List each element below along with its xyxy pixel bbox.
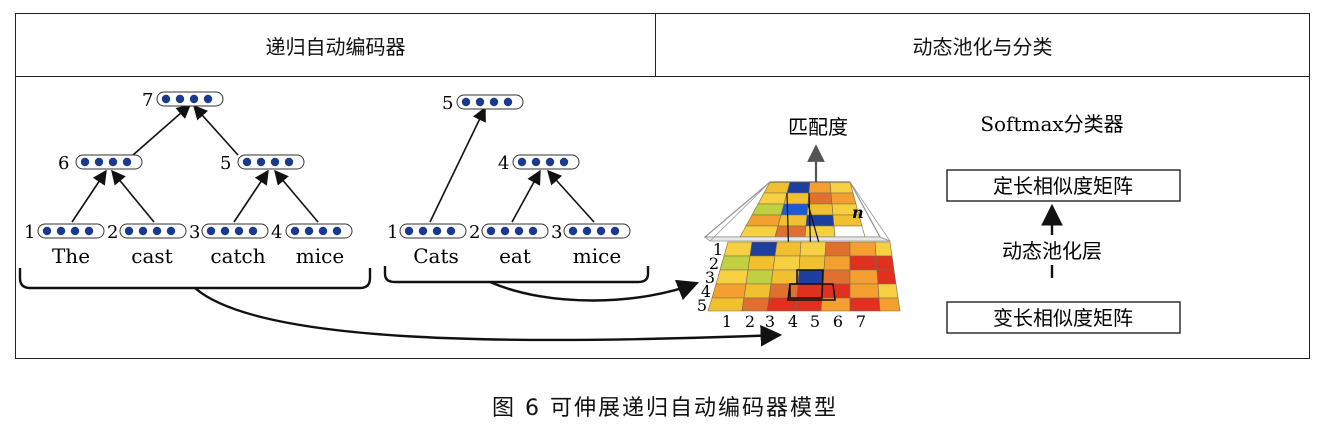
word-eat: eat: [499, 244, 531, 268]
header-recursive-autoencoder: 递归自动编码器: [16, 14, 656, 77]
fixed-matrix-label: 定长相似度矩阵: [993, 174, 1133, 198]
node-label-3: 3: [189, 222, 200, 243]
node-label-1: 1: [24, 222, 35, 243]
tree-1-nodes: 7 6 5 1: [24, 90, 353, 243]
node-label-4: 4: [271, 222, 282, 243]
matrix-col-labels: 1 2 3 4 5 6 7: [722, 312, 866, 331]
col-label-5: 5: [810, 312, 820, 331]
tree-2-bracket: [383, 266, 650, 284]
row-label-1: 1: [713, 240, 723, 259]
row-label-3: 3: [705, 268, 715, 287]
node-label-7: 7: [142, 90, 153, 111]
col-label-4: 4: [788, 312, 798, 331]
pooled-matrix: [703, 181, 881, 238]
variable-matrix-box: [946, 301, 1181, 334]
word-cast: cast: [131, 244, 172, 268]
pooling-window-highlight: [787, 269, 836, 301]
word-the: The: [52, 244, 90, 268]
node-label-2: 2: [469, 222, 480, 243]
tree-2-node-5: 5: [442, 93, 524, 114]
col-label-7: 7: [856, 312, 866, 331]
softmax-classifier: Softmax分类器 定长相似度矩阵 动态池化层 变长相似度矩阵: [946, 112, 1181, 334]
node-label-5: 5: [442, 93, 453, 114]
tree-1-node-6: 6: [58, 153, 143, 174]
figure-frame: 递归自动编码器 动态池化与分类: [15, 13, 1310, 359]
tree-1-node-1: 1: [24, 222, 105, 243]
tree-2-node-1: 1: [387, 222, 467, 243]
node-label-5: 5: [220, 153, 231, 174]
row-label-4: 4: [701, 282, 711, 301]
fixed-matrix-box: [946, 169, 1181, 202]
figure-caption: 图 6 可伸展递归自动编码器模型: [492, 396, 838, 421]
col-label-6: 6: [833, 312, 843, 331]
word-catch: catch: [210, 244, 265, 268]
softmax-title: Softmax分类器: [980, 112, 1123, 136]
node-label-1: 1: [387, 222, 398, 243]
node-label-3: 3: [551, 222, 562, 243]
tree-1-node-7: 7: [142, 90, 224, 111]
matrix-row-labels: 1 2 3 4 5: [697, 240, 723, 315]
col-label-2: 2: [745, 312, 755, 331]
tree-1-node-5: 5: [220, 153, 305, 174]
similarity-matrices: 匹配度 n: [697, 115, 901, 331]
tree-1-node-4: 4: [271, 222, 353, 243]
header-dynamic-pooling: 动态池化与分类: [656, 14, 1309, 77]
tree-1-edges: [71, 104, 319, 223]
tree-2-node-4: 4: [498, 153, 580, 174]
tree-1-bracket: [18, 268, 372, 290]
pooled-size-marker: n: [852, 203, 864, 222]
tree-2-nodes: 5 4 1 2: [387, 93, 631, 243]
tree-2-node-2: 2: [469, 222, 549, 243]
tree-2-to-matrix-arrow: [489, 279, 700, 302]
match-score-label: 匹配度: [788, 115, 848, 139]
node-label-2: 2: [107, 222, 118, 243]
col-label-3: 3: [765, 312, 775, 331]
tree-1-words: The cast catch mice: [52, 244, 344, 268]
header-left-title: 递归自动编码器: [265, 34, 406, 59]
tree-1: 7 6 5 1: [18, 90, 372, 290]
variable-matrix: [707, 241, 901, 312]
tree-2-node-3: 3: [551, 222, 631, 243]
variable-matrix-label: 变长相似度矩阵: [993, 306, 1133, 330]
tree-2: 5 4 1 2: [383, 93, 650, 284]
row-label-2: 2: [709, 254, 719, 273]
tree-2-words: Cats eat mice: [413, 244, 621, 268]
tree-1-node-2: 2: [107, 222, 187, 243]
tree-1-to-matrix-arrow: [194, 287, 783, 347]
node-label-6: 6: [58, 153, 69, 174]
pooling-layer-label: 动态池化层: [1002, 239, 1102, 263]
row-label-5: 5: [697, 296, 707, 315]
word-mice-1: mice: [296, 244, 344, 268]
word-mice-2: mice: [573, 244, 621, 268]
col-label-1: 1: [722, 312, 732, 331]
word-cats: Cats: [413, 244, 459, 268]
header-right-title: 动态池化与分类: [912, 34, 1053, 59]
tree-1-node-3: 3: [189, 222, 269, 243]
tree-2-edges: [429, 106, 595, 223]
node-label-4: 4: [498, 153, 509, 174]
